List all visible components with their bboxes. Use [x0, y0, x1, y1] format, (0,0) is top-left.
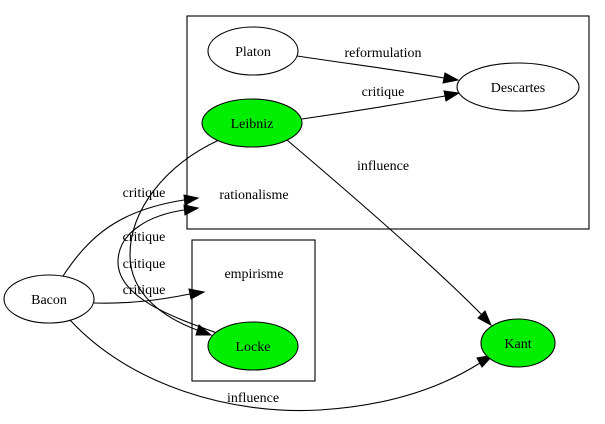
arrowhead [442, 72, 460, 84]
edge-leibniz-descartes: critique [301, 85, 461, 120]
node-locke-label: Locke [236, 340, 271, 355]
edge-label: critique [362, 85, 405, 100]
edge-line [296, 55, 445, 79]
edge-leibniz-kant: influence [286, 139, 493, 327]
edge-label: reformulation [345, 46, 422, 61]
edge-line [62, 199, 185, 277]
edge-label: critique [123, 283, 166, 298]
cluster-rationalisme: rationalisme [186, 15, 590, 230]
arrowhead [183, 194, 200, 206]
node-descartes-shape [456, 62, 580, 112]
edge-label: influence [227, 391, 279, 406]
edge-line [117, 209, 218, 334]
node-kant-label: Kant [504, 337, 531, 352]
node-kant-shape [480, 318, 556, 368]
node-descartes: Descartes [456, 62, 580, 112]
nodes: Platon Descartes Leibniz Kant Locke Baco… [3, 26, 580, 371]
node-locke: Locke [207, 321, 299, 371]
edge-label: critique [123, 230, 166, 245]
cluster-empirisme-label: empirisme [224, 267, 283, 282]
edge-bacon-empirisme: critique [93, 283, 206, 304]
edge-label: influence [357, 159, 409, 174]
cluster-rationalisme-label: rationalisme [219, 188, 288, 203]
node-platon-shape [207, 26, 299, 76]
edge-line [69, 319, 481, 412]
node-platon: Platon [207, 26, 299, 76]
node-leibniz-label: Leibniz [231, 117, 274, 132]
node-kant: Kant [480, 318, 556, 368]
node-platon-label: Platon [235, 45, 271, 60]
edge-line [286, 139, 483, 316]
edge-label: critique [123, 186, 166, 201]
node-bacon: Bacon [3, 274, 95, 324]
node-leibniz-shape [201, 98, 303, 148]
edge-line [129, 139, 220, 331]
arrowhead [443, 90, 461, 102]
arrowhead [477, 310, 493, 327]
cluster-rationalisme-box [186, 15, 590, 230]
node-descartes-label: Descartes [491, 81, 545, 96]
arrowhead [183, 204, 200, 216]
node-locke-shape [207, 321, 299, 371]
cluster-empirisme: empirisme [191, 239, 316, 382]
edges: reformulation critique influence critiqu… [62, 46, 495, 412]
arrowhead [188, 288, 206, 300]
edge-label: critique [123, 257, 166, 272]
edge-line [301, 95, 446, 120]
node-bacon-label: Bacon [31, 293, 67, 308]
edge-leibniz-locke: critique [123, 139, 220, 336]
node-bacon-shape [3, 274, 95, 324]
arrowhead [195, 324, 213, 336]
node-leibniz: Leibniz [201, 98, 303, 148]
cluster-empirisme-box [191, 239, 316, 382]
edge-line [93, 293, 191, 304]
edge-platon-descartes: reformulation [296, 46, 460, 84]
edge-locke-rationalisme: critique [117, 204, 218, 334]
